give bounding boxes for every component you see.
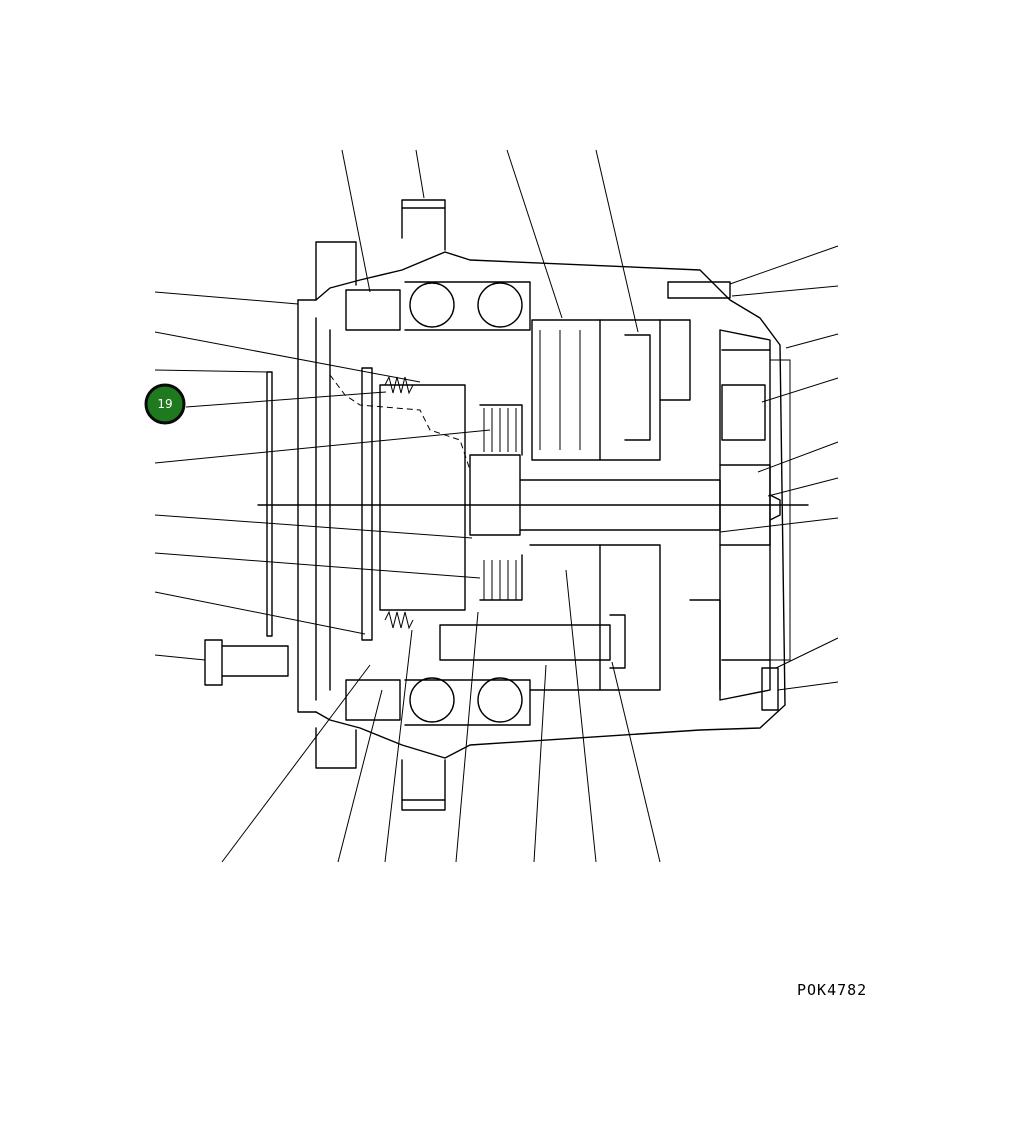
callout-19-circle [144,383,186,425]
brake-piston [329,367,523,641]
callout-19[interactable]: 19 [144,383,186,425]
o-ring [266,371,273,637]
bearings [345,281,531,726]
shaft [257,464,809,546]
external-bolt [204,639,289,686]
figure-reference-code: POK4782 [797,981,867,999]
callout-19-label: 19 [157,397,172,411]
gear-set [439,281,779,711]
housing [297,199,791,811]
leader-lines [154,149,839,863]
